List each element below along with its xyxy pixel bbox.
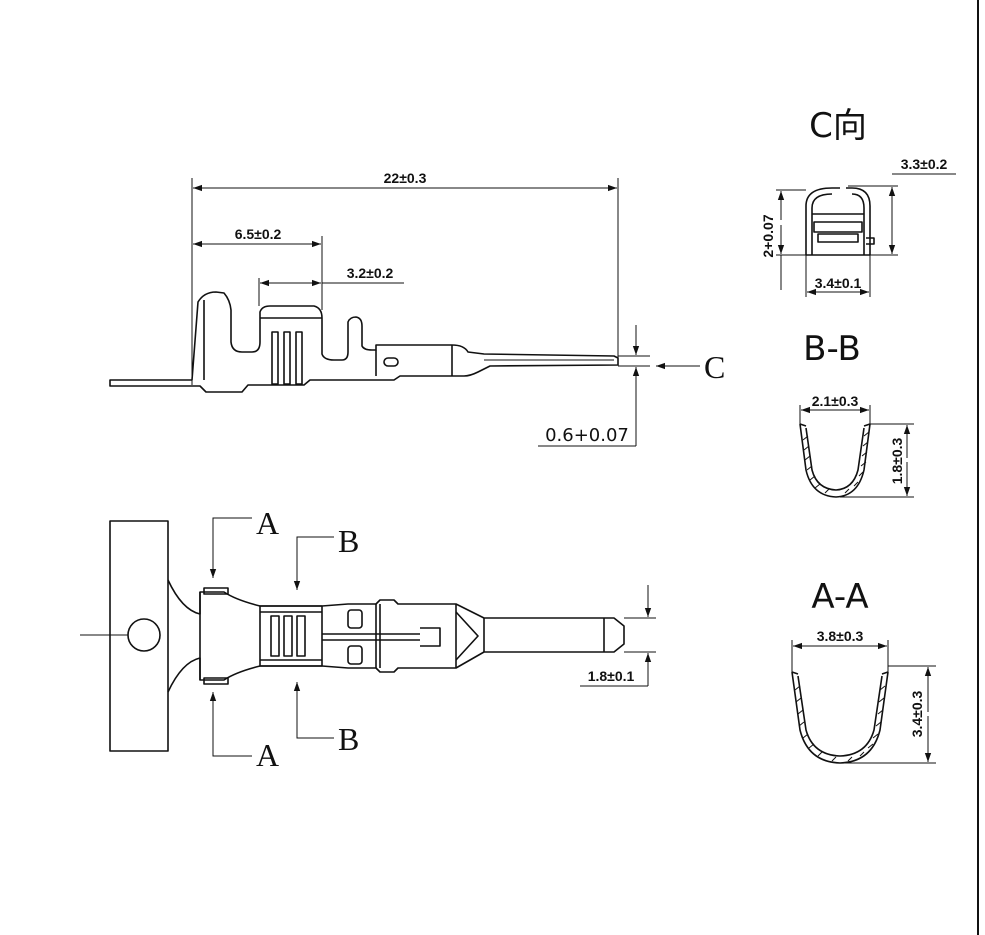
dim-pin-width: 1.8±0.1 [588, 668, 635, 684]
pilot-hole [127, 618, 161, 652]
c-view-dim-height: 2+0.07 [760, 214, 776, 257]
aa-view: A-A 3.8±0.3 3.4±0.3 [791, 577, 936, 764]
bb-view-title: B-B [803, 329, 861, 369]
section-label-b-bottom: B [338, 721, 359, 757]
aa-view-dim-width: 3.8±0.3 [817, 628, 864, 644]
terminal-side-outline [109, 291, 619, 393]
side-view: 22±0.3 6.5±0.2 3.2±0.2 0.6+0.07 C [109, 170, 725, 447]
bb-view-dim-height: 1.8±0.3 [889, 437, 905, 484]
dim-overall-length: 22±0.3 [384, 170, 427, 186]
terminal-top-outline [167, 579, 625, 693]
view-label-c: C [704, 349, 725, 385]
section-label-a-top: A [256, 505, 279, 541]
carrier-strip [109, 520, 169, 752]
bb-view-dim-width: 2.1±0.3 [812, 393, 859, 409]
aa-view-title: A-A [811, 577, 868, 617]
c-view: C向 3.3±0.2 2+0.07 3.4±0.1 [760, 106, 956, 297]
dim-crimp-section: 3.2±0.2 [347, 265, 394, 281]
aa-view-dim-height: 3.4±0.3 [909, 690, 925, 737]
section-label-b-top: B [338, 523, 359, 559]
bb-view: B-B 2.1±0.3 1.8±0.3 [799, 329, 914, 498]
dim-pin-thickness: 0.6+0.07 [545, 425, 629, 446]
c-view-dim-width: 3.4±0.1 [815, 275, 862, 291]
dim-first-section: 6.5±0.2 [235, 226, 282, 242]
c-view-title: C向 [809, 106, 867, 146]
c-view-dim-top: 3.3±0.2 [901, 156, 948, 172]
top-view: 1.8±0.1 A A B B [80, 505, 656, 773]
section-label-a-bottom: A [256, 737, 279, 773]
